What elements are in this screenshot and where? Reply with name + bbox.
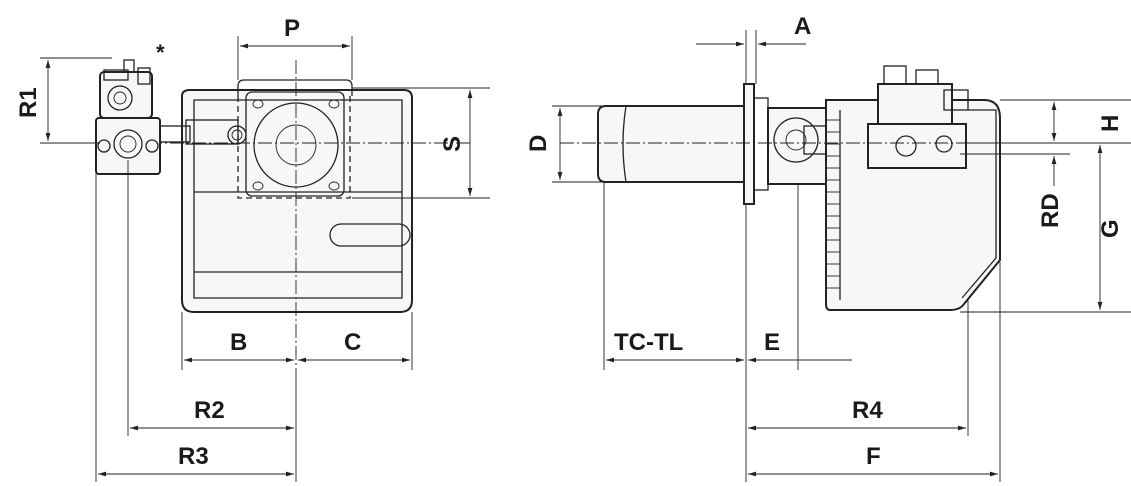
label-c: C bbox=[344, 329, 361, 356]
housing-front bbox=[181, 89, 413, 313]
gas-valve-front bbox=[95, 59, 161, 175]
label-rd: RD bbox=[1037, 193, 1064, 228]
asterisk-note: * bbox=[156, 40, 165, 65]
blast-tube bbox=[597, 105, 747, 183]
label-tc-tl: TC-TL bbox=[614, 329, 683, 356]
dim-r2: R2 bbox=[127, 160, 294, 436]
label-f: F bbox=[866, 443, 881, 470]
dim-g: G bbox=[960, 145, 1131, 313]
label-r1: R1 bbox=[15, 87, 42, 118]
label-r2: R2 bbox=[194, 397, 225, 424]
gas-valve-side bbox=[877, 83, 953, 127]
dim-a: A bbox=[696, 13, 811, 84]
label-p: P bbox=[284, 15, 300, 42]
label-r4: R4 bbox=[852, 397, 883, 424]
dim-s: S bbox=[352, 87, 490, 199]
dim-tctl-e: TC-TL E bbox=[603, 182, 852, 482]
dim-f: F bbox=[748, 262, 1001, 482]
dim-h: H bbox=[960, 99, 1131, 144]
label-r3: R3 bbox=[178, 443, 209, 470]
label-d: D bbox=[525, 135, 552, 152]
dim-r4: R4 bbox=[748, 300, 969, 436]
dim-b-c: B C bbox=[181, 312, 413, 370]
label-b: B bbox=[230, 329, 247, 356]
front-view bbox=[82, 60, 470, 370]
label-g: G bbox=[1097, 219, 1124, 238]
label-e: E bbox=[764, 329, 780, 356]
dim-rd: RD bbox=[960, 153, 1070, 228]
label-h: H bbox=[1097, 115, 1124, 132]
mounting-flange bbox=[743, 83, 755, 205]
dim-r3: R3 bbox=[95, 160, 297, 482]
label-s: S bbox=[439, 136, 466, 152]
dim-r1: R1 bbox=[15, 57, 112, 144]
label-a: A bbox=[794, 13, 811, 40]
fan-grill bbox=[826, 110, 841, 300]
side-view bbox=[560, 65, 1100, 311]
dim-p: P bbox=[237, 15, 353, 80]
dim-d: D bbox=[525, 105, 606, 183]
